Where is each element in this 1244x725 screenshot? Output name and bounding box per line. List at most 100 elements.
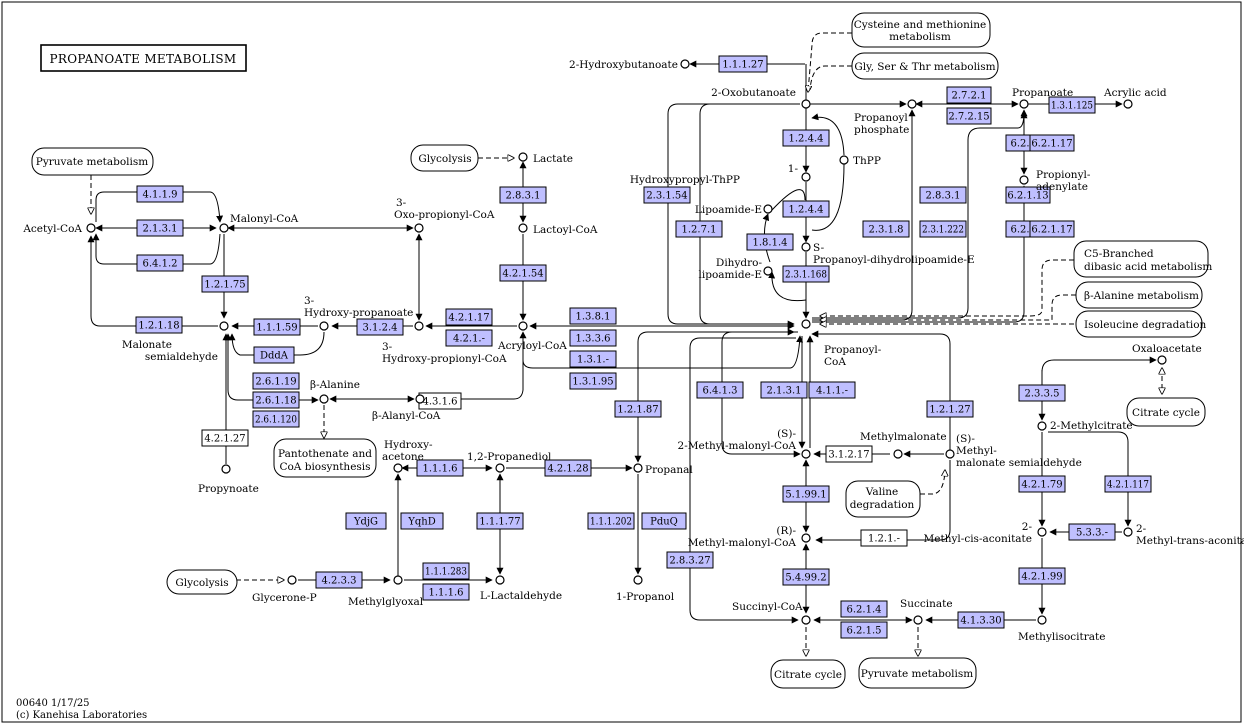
map-isoleucine-degradation[interactable]: Isoleucine degradation xyxy=(1075,310,1207,338)
compound-node[interactable] xyxy=(414,321,424,331)
compound-node[interactable] xyxy=(518,223,528,233)
enzyme-2-3-1-168[interactable]: 2.3.1.168 xyxy=(782,265,830,283)
enzyme-box[interactable] xyxy=(569,372,617,390)
enzyme-box[interactable] xyxy=(919,220,967,238)
compound-node[interactable] xyxy=(763,266,773,276)
compound-node[interactable] xyxy=(801,449,811,459)
compound-node[interactable] xyxy=(913,615,923,625)
map-box[interactable] xyxy=(851,12,991,48)
enzyme-2-6-1-120[interactable]: 2.6.1.120 xyxy=(252,410,300,428)
enzyme-6-4-1-3[interactable]: 6.4.1.3 xyxy=(696,381,744,399)
enzyme-box[interactable] xyxy=(253,318,301,336)
compound-lactoyl-coa[interactable]: Lactoyl-CoA xyxy=(518,223,598,236)
compound-node[interactable] xyxy=(1037,421,1047,431)
enzyme-4-3-1-6[interactable]: 4.3.1.6 xyxy=(418,392,462,410)
enzyme-1-8-1-4[interactable]: 1.8.1.4 xyxy=(746,233,794,251)
enzyme-box[interactable] xyxy=(136,254,184,272)
compound-node[interactable] xyxy=(415,394,425,404)
compound-2-methyl-trans-aconitate[interactable]: 2-Methyl-trans-aconitate xyxy=(1123,523,1244,547)
compound-methylmalonate[interactable]: Methylmalonate xyxy=(860,431,947,459)
compound-node[interactable] xyxy=(1123,99,1133,109)
compound-node[interactable] xyxy=(495,463,505,473)
compound-lipoamide-e[interactable]: Lipoamide-E xyxy=(695,204,773,216)
enzyme-6-2-1-4[interactable]: 6.2.1.4 xyxy=(840,600,888,618)
enzyme-2-7-2-1[interactable]: 2.7.2.1 xyxy=(946,86,992,104)
compound-node[interactable] xyxy=(633,463,643,473)
enzyme-box[interactable] xyxy=(1018,475,1066,493)
compound-node[interactable] xyxy=(839,155,849,165)
enzyme-box[interactable] xyxy=(614,400,662,418)
enzyme-ddda[interactable]: DddA xyxy=(253,346,295,364)
map-citrate-cycle[interactable]: Citrate cycle xyxy=(1126,397,1206,427)
enzyme-4-2-1[interactable]: 4.2.1.- xyxy=(445,329,493,347)
compound-1-propanol[interactable]: 1-Propanol xyxy=(616,575,675,603)
map-box[interactable] xyxy=(845,480,921,518)
map-glycolysis[interactable]: Glycolysis xyxy=(410,144,479,172)
enzyme-box[interactable] xyxy=(569,307,617,325)
enzyme-2-8-3-1[interactable]: 2.8.3.1 xyxy=(499,186,547,204)
enzyme-1-2-4-4[interactable]: 1.2.4.4 xyxy=(782,129,830,147)
map-box[interactable] xyxy=(31,147,154,176)
compound-node[interactable] xyxy=(414,223,424,233)
compound-node[interactable] xyxy=(801,99,811,109)
compound-acrylic-acid[interactable]: Acrylic acid xyxy=(1103,87,1167,109)
map-box[interactable] xyxy=(851,52,999,80)
enzyme-box[interactable] xyxy=(782,129,830,147)
compound-node[interactable] xyxy=(801,319,811,329)
enzyme-2-8-3-1[interactable]: 2.8.3.1 xyxy=(919,186,967,204)
enzyme-4-2-1-27[interactable]: 4.2.1.27 xyxy=(201,429,249,447)
enzyme-1-1-1-59[interactable]: 1.1.1.59 xyxy=(253,318,301,336)
compound-r-methyl-malonyl-coa[interactable]: (R)-Methyl-malonyl-CoA xyxy=(688,525,811,549)
compound-node[interactable] xyxy=(319,321,329,331)
enzyme-1-1-1-77[interactable]: 1.1.1.77 xyxy=(476,512,524,530)
compound-dihydro-lipoamide-e[interactable]: Dihydro-lipoamide-E xyxy=(699,257,773,281)
map-pyruvate-metabolism[interactable]: Pyruvate metabolism xyxy=(858,657,977,689)
enzyme-box[interactable] xyxy=(499,264,547,282)
enzyme-5-4-99-2[interactable]: 5.4.99.2 xyxy=(782,568,830,586)
compound-propanoate[interactable]: Propanoate xyxy=(1012,87,1073,109)
enzyme-box[interactable] xyxy=(476,512,524,530)
enzyme-pduq[interactable]: PduQ xyxy=(641,512,687,530)
enzyme-box[interactable] xyxy=(957,611,1005,629)
enzyme-1-3-1-95[interactable]: 1.3.1.95 xyxy=(569,372,617,390)
compound-lactate[interactable]: Lactate xyxy=(518,152,573,165)
enzyme-box[interactable] xyxy=(825,445,873,463)
enzyme-box[interactable] xyxy=(643,186,691,204)
compound-acetyl-coa[interactable]: Acetyl-CoA xyxy=(22,223,96,235)
enzyme-box[interactable] xyxy=(718,55,768,73)
compound-node[interactable] xyxy=(907,99,917,109)
compound-1-2-propanediol[interactable]: 1,2-Propanediol xyxy=(467,451,552,473)
enzyme-ydjg[interactable]: YdjG xyxy=(345,512,387,530)
enzyme-box[interactable] xyxy=(862,220,910,238)
enzyme-2-6-1-19[interactable]: 2.6.1.19 xyxy=(252,372,300,390)
enzyme-1-1-1-6[interactable]: 1.1.1.6 xyxy=(416,459,464,477)
enzyme-box[interactable] xyxy=(422,562,470,580)
enzyme-1-2-4-4[interactable]: 1.2.4.4 xyxy=(782,200,830,218)
enzyme-box[interactable] xyxy=(345,512,387,530)
enzyme-box[interactable] xyxy=(136,185,184,203)
compound-s-2-methyl-malonyl-coa[interactable]: (S)-2-Methyl-malonyl-CoA xyxy=(678,428,811,459)
compound-thpp[interactable]: ThPP xyxy=(839,155,881,167)
enzyme-box[interactable] xyxy=(400,512,444,530)
compound-node[interactable] xyxy=(219,223,229,233)
enzyme-box[interactable] xyxy=(1005,186,1051,204)
enzyme-box[interactable] xyxy=(746,233,794,251)
compound-node[interactable] xyxy=(495,575,505,585)
enzyme-box[interactable] xyxy=(201,275,249,293)
enzyme-box[interactable] xyxy=(136,219,184,237)
compound-node[interactable] xyxy=(393,463,403,473)
enzyme-box[interactable] xyxy=(782,485,830,503)
enzyme-4-2-3-3[interactable]: 4.2.3.3 xyxy=(315,571,363,589)
enzyme-box[interactable] xyxy=(416,459,464,477)
compound-node[interactable] xyxy=(86,223,96,233)
enzyme-1-1-1-202[interactable]: 1.1.1.202 xyxy=(587,512,635,530)
enzyme-box[interactable] xyxy=(696,381,744,399)
compound-s-propanoyl-dihydrolipoamide-e[interactable]: S-Propanoyl-dihydrolipoamide-E xyxy=(801,242,975,266)
map-box[interactable] xyxy=(166,569,238,595)
map-glycolysis[interactable]: Glycolysis xyxy=(166,569,238,595)
map-box[interactable] xyxy=(858,657,977,689)
